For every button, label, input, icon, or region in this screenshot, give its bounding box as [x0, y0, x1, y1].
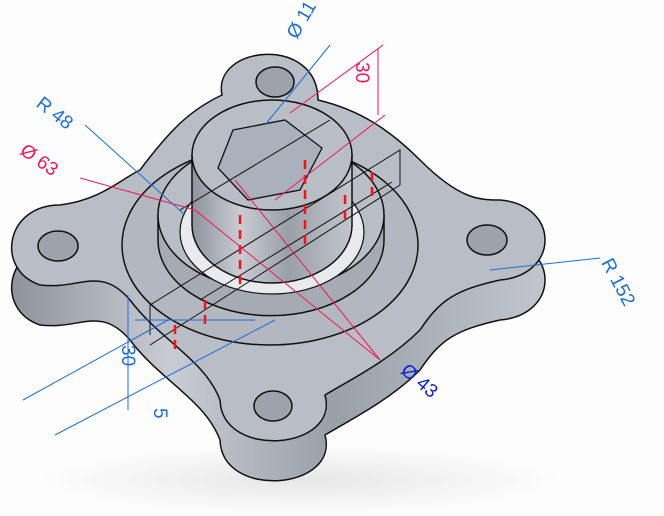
bolt-hole-top	[255, 66, 295, 98]
bolt-hole-bottom	[253, 390, 293, 422]
dimension-rib-width[interactable]: 5	[149, 408, 170, 419]
dimension-flange-height[interactable]: 30	[117, 345, 138, 367]
hidden-lines	[173, 160, 374, 352]
bolt-hole-right	[466, 224, 508, 256]
dimension-lines-red	[79, 44, 386, 361]
dimension-lines-blue	[22, 44, 601, 436]
section-plane	[149, 119, 401, 346]
dimension-boss-height[interactable]: 30	[351, 62, 372, 84]
bolt-hole-left	[37, 230, 79, 262]
ground-shadow	[40, 444, 560, 516]
